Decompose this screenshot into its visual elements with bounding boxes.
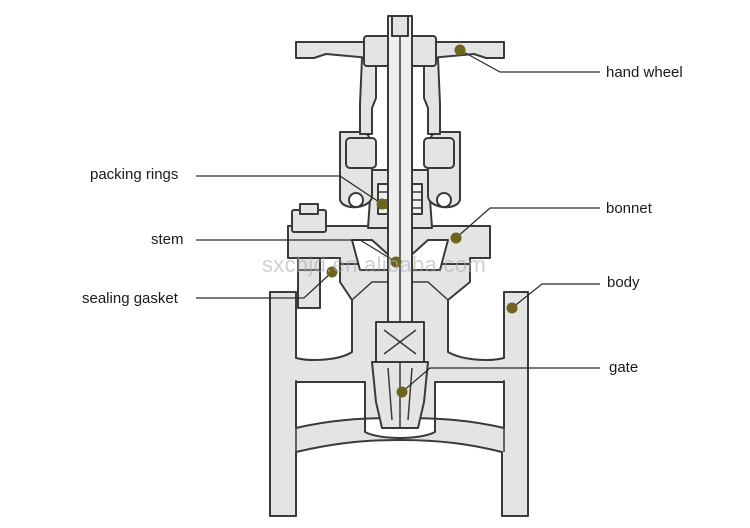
stem-marker — [390, 256, 402, 268]
body-marker — [506, 302, 518, 314]
label-stem: stem — [151, 231, 184, 248]
bonnet-marker — [450, 232, 462, 244]
bonnet-bolt — [291, 203, 327, 309]
leader-lines — [196, 49, 600, 393]
label-sealing-gasket: sealing gasket — [82, 290, 178, 307]
label-bonnet: bonnet — [606, 200, 652, 217]
watermark: sxchjd.en.alibaba.com — [262, 252, 486, 277]
sealing-gasket-marker — [326, 266, 338, 278]
marker-dots — [326, 44, 518, 398]
gate-marker — [396, 386, 408, 398]
hand-wheel-marker — [454, 44, 466, 56]
label-hand-wheel: hand wheel — [606, 64, 683, 81]
label-body: body — [607, 274, 640, 291]
packing-rings-marker — [376, 198, 388, 210]
label-packing-rings: packing rings — [90, 166, 179, 183]
valve-yoke — [359, 57, 441, 135]
label-gate: gate — [609, 359, 639, 376]
